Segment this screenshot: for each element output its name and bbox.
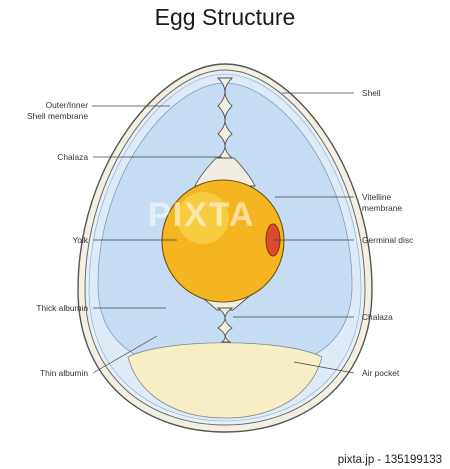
upper-chalaza-base [194, 157, 256, 187]
watermark: PIXTA [148, 196, 256, 234]
label-membrane: Outer/Inner Shell membrane [27, 100, 88, 121]
label-air-pocket: Air pocket [362, 368, 400, 378]
label-thick-albumin: Thick albumin [36, 303, 88, 313]
yolk-highlight [177, 192, 229, 244]
label-chalaza-lower: Chalaza [362, 312, 393, 322]
label-yolk: Yolk [72, 235, 88, 245]
label-shell: Shell [362, 88, 381, 98]
air-pocket [127, 342, 323, 419]
label-germinal-disc: Germinal disc [362, 235, 414, 245]
leader-air-pocket [293, 361, 355, 374]
diagram-title: Egg Structure [154, 4, 296, 30]
label-chalaza-upper: Chalaza [57, 152, 88, 162]
leader-thin-albumin [92, 335, 158, 374]
lower-chalaza [216, 307, 234, 343]
label-vitelline: Vitelline membrane [362, 192, 403, 213]
label-thin-albumin: Thin albumin [40, 368, 88, 378]
image-credit: pixta.jp - 135199133 [337, 454, 442, 466]
